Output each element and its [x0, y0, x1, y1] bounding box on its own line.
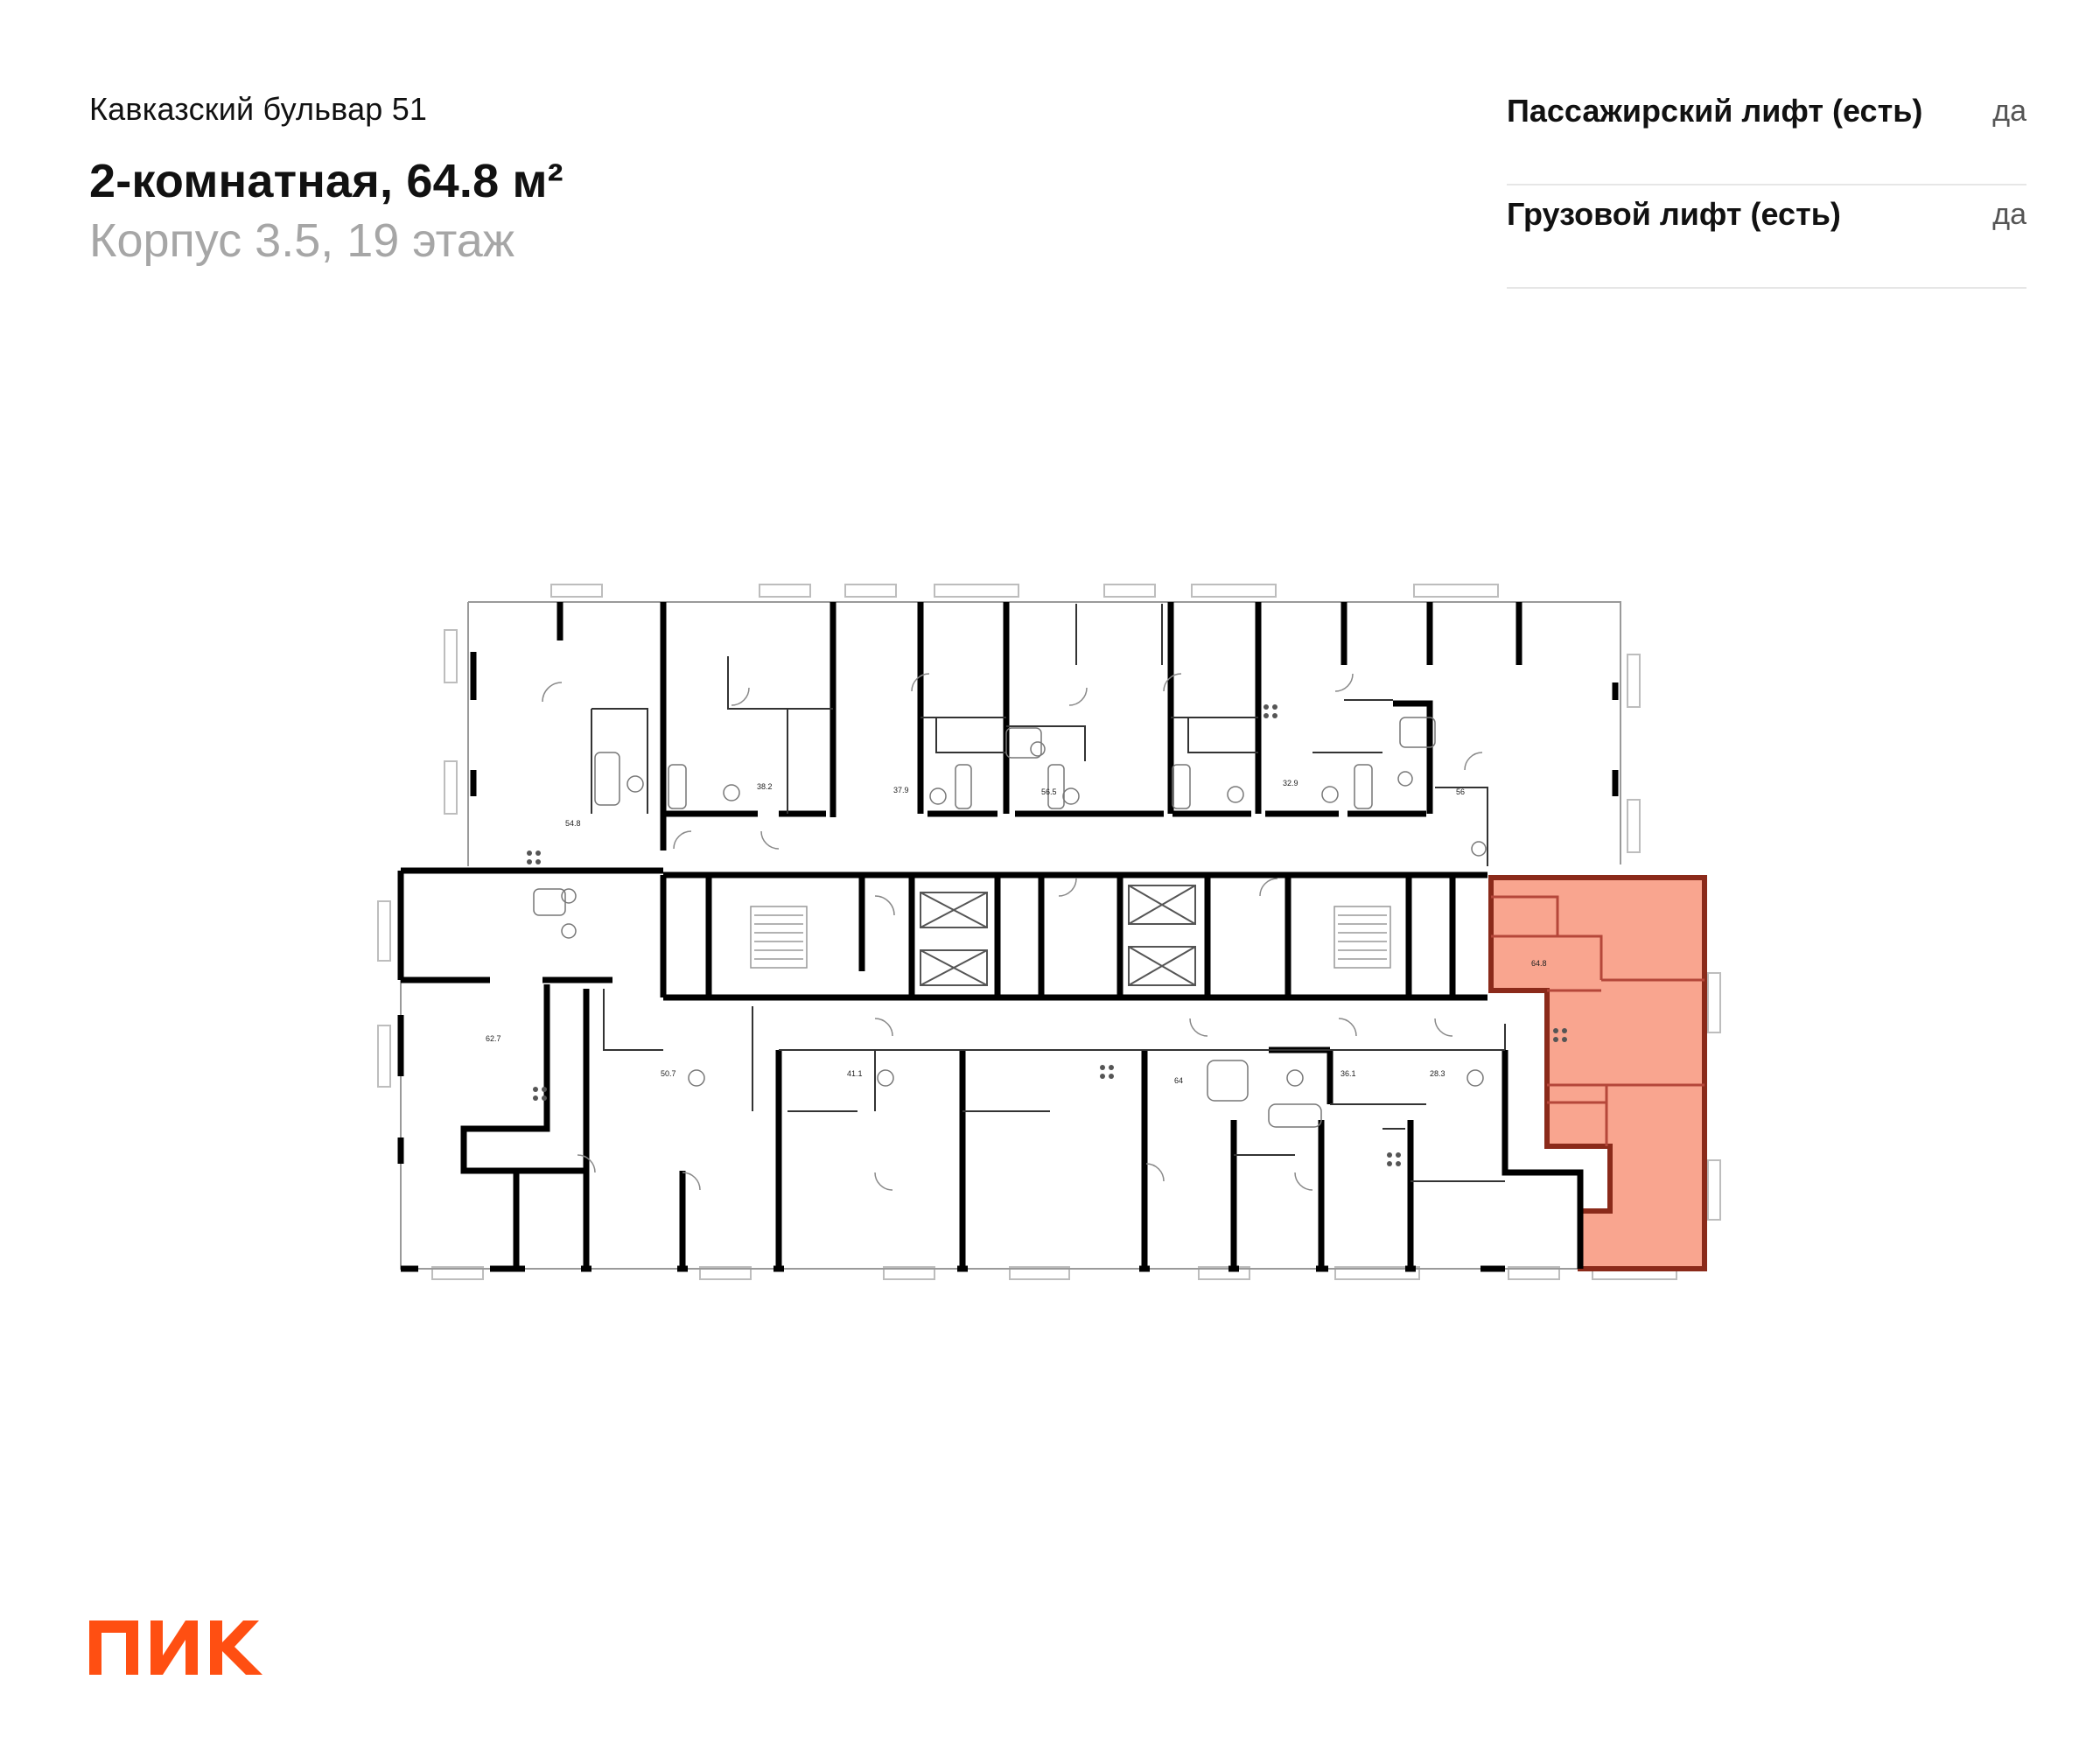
spec-label: Пассажирский лифт (есть) [1507, 93, 1923, 129]
spec-freight-lift: Грузовой лифт (есть) да [1507, 186, 2026, 289]
area-label: 50.7 [661, 1069, 676, 1078]
walls [397, 602, 1619, 1272]
area-label: 28.3 [1430, 1069, 1446, 1078]
address: Кавказский бульвар 51 [89, 91, 428, 127]
pik-logo [89, 1620, 262, 1675]
area-label: 38.2 [757, 782, 773, 791]
spec-label: Грузовой лифт (есть) [1507, 196, 1841, 232]
highlighted-apartment [1488, 875, 1707, 1271]
area-label: 64 [1174, 1076, 1183, 1085]
area-label: 32.9 [1283, 779, 1298, 788]
apartment-title: 2-комнатная, 64.8 м² [89, 155, 564, 207]
area-label: 36.1 [1340, 1069, 1356, 1078]
spec-passenger-lift: Пассажирский лифт (есть) да [1507, 82, 2026, 186]
area-label: 41.1 [847, 1069, 863, 1078]
area-label: 62.7 [486, 1034, 501, 1043]
floor-plan: 54.8 38.2 37.9 56.5 32.9 56 62.7 50.7 41… [377, 584, 1721, 1280]
area-label: 54.8 [565, 819, 581, 828]
building-floor: Корпус 3.5, 19 этаж [89, 214, 514, 267]
elevator-icons [920, 885, 1196, 986]
area-label: 56 [1456, 788, 1465, 796]
area-label: 37.9 [893, 786, 909, 794]
highlighted-area-label: 64.8 [1531, 959, 1547, 968]
specs-list: Пассажирский лифт (есть) да Грузовой лиф… [1507, 82, 2026, 289]
spec-value: да [1992, 198, 2026, 231]
area-label: 56.5 [1041, 788, 1057, 796]
window-frames [377, 584, 1721, 1280]
apartment-area-labels: 54.8 38.2 37.9 56.5 32.9 56 62.7 50.7 41… [486, 779, 1547, 1085]
spec-value: да [1992, 94, 2026, 128]
